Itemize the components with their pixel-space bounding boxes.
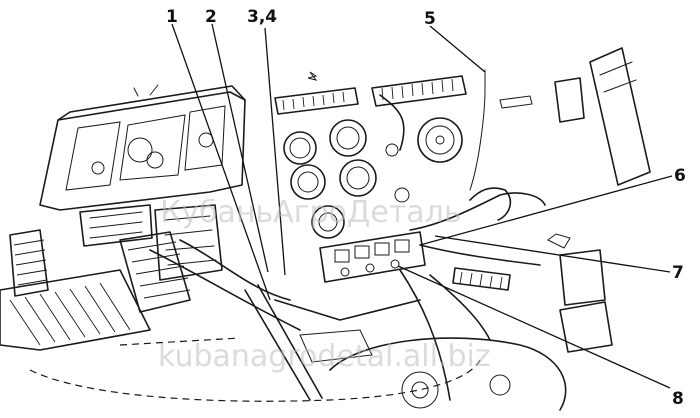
callout-8: 8 — [672, 389, 684, 409]
leader-5 — [429, 25, 486, 73]
callout-1: 1 — [166, 7, 178, 27]
switch-panel — [319, 231, 426, 283]
leader-2 — [211, 23, 269, 273]
defroster-vents — [274, 71, 467, 115]
steering-column — [244, 284, 421, 401]
engine-cover — [329, 337, 567, 411]
floor-outline-2 — [119, 337, 241, 346]
leader-7 — [434, 235, 671, 273]
watermark-center: КубаньАгроДеталь — [160, 195, 462, 230]
callout-5: 5 — [424, 9, 436, 29]
callout-6: 6 — [674, 166, 686, 186]
callout-7: 7 — [672, 263, 684, 283]
leader-1 — [171, 23, 271, 301]
instrument-gauges — [283, 117, 463, 239]
watermark-bottom: kubanagrodetal.all.biz — [158, 339, 491, 374]
leader-34 — [264, 27, 286, 276]
leader-6 — [419, 175, 673, 246]
wiring-harness — [149, 69, 546, 401]
fuse-block — [79, 204, 223, 281]
callout-34: 3,4 — [247, 7, 277, 27]
leader-8 — [397, 265, 671, 389]
leader-lines — [171, 23, 673, 389]
cab-floor-left — [0, 229, 191, 351]
right-side-components — [452, 47, 651, 353]
callout-2: 2 — [205, 7, 217, 27]
